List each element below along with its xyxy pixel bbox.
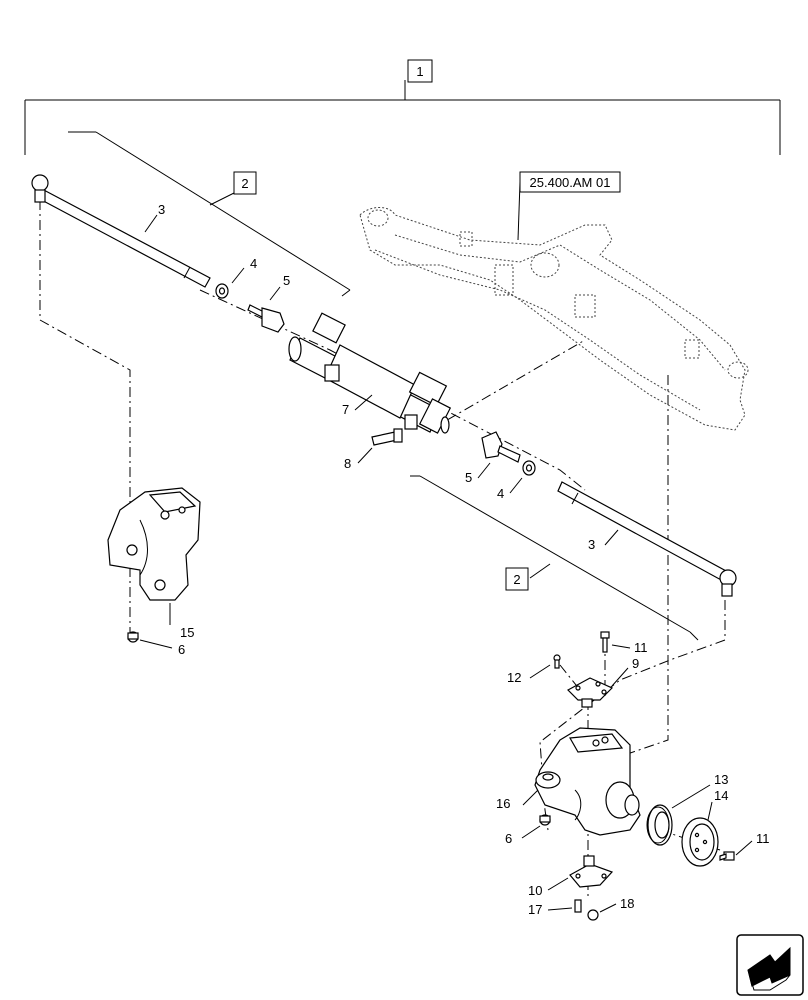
lower-bolt bbox=[574, 899, 582, 913]
seal bbox=[646, 804, 673, 846]
callout-11-upper: 11 bbox=[634, 640, 648, 655]
tie-rod-group-bracket-lower: 2 bbox=[410, 475, 699, 641]
upper-bracket bbox=[567, 677, 614, 708]
hub-cap bbox=[681, 817, 719, 867]
callout-18: 18 bbox=[620, 896, 634, 911]
callout-3-right: 3 bbox=[588, 537, 595, 552]
bolt-cylinder bbox=[371, 428, 403, 446]
next-page-arrow-icon[interactable] bbox=[736, 934, 804, 996]
callout-5-lower: 5 bbox=[465, 470, 472, 485]
callout-5-upper: 5 bbox=[283, 273, 290, 288]
callout-11-hub: 11 bbox=[756, 831, 770, 846]
assembly-bracket: 1 bbox=[24, 59, 781, 155]
callout-17: 17 bbox=[528, 902, 542, 917]
nut-upper bbox=[215, 283, 229, 299]
callout-6-right: 6 bbox=[505, 831, 512, 846]
lower-nut bbox=[587, 909, 599, 921]
callout-14: 14 bbox=[714, 788, 728, 803]
callout-3-left: 3 bbox=[158, 202, 165, 217]
tie-rod-left bbox=[31, 174, 211, 288]
callout-15: 15 bbox=[180, 625, 194, 640]
nut-left-knuckle bbox=[127, 631, 139, 643]
left-knuckle bbox=[107, 487, 201, 601]
grease-fitting bbox=[553, 654, 561, 669]
callout-7: 7 bbox=[342, 402, 349, 417]
tie-rod-group-label-2: 2 bbox=[513, 572, 520, 587]
bolt-upper-bracket bbox=[600, 631, 610, 653]
nut-right-knuckle bbox=[539, 814, 551, 826]
ball-joint-lower bbox=[481, 431, 521, 463]
bolt-hub bbox=[719, 851, 735, 861]
callout-13: 13 bbox=[714, 772, 728, 787]
steering-cylinder bbox=[288, 312, 452, 434]
callout-4-lower: 4 bbox=[497, 486, 504, 501]
tie-rod-group-label: 2 bbox=[241, 176, 248, 191]
tie-rod-right bbox=[557, 481, 737, 597]
reference-axle: 25.400.AM 01 bbox=[359, 171, 749, 431]
callout-8: 8 bbox=[344, 456, 351, 471]
callout-9: 9 bbox=[632, 656, 639, 671]
callout-16: 16 bbox=[496, 796, 510, 811]
tie-rod-group-bracket-upper: 2 bbox=[68, 131, 351, 297]
assembly-label: 1 bbox=[416, 64, 423, 79]
ball-joint-upper bbox=[247, 304, 285, 333]
callout-10: 10 bbox=[528, 883, 542, 898]
callout-4-upper: 4 bbox=[250, 256, 257, 271]
axle-reference-label: 25.400.AM 01 bbox=[530, 175, 611, 190]
nut-lower bbox=[522, 460, 536, 476]
lower-bracket bbox=[569, 855, 614, 888]
right-knuckle bbox=[534, 727, 641, 836]
callout-12: 12 bbox=[507, 670, 521, 685]
callout-6-left: 6 bbox=[178, 642, 185, 657]
